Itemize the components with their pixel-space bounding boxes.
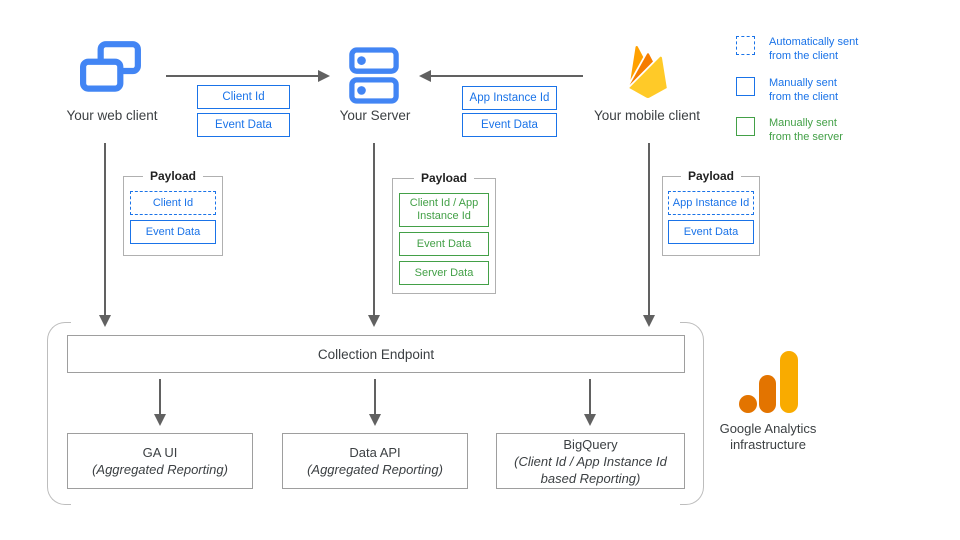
legend-swatch-solid-blue-icon [736,77,755,96]
mobile-client-label: Your mobile client [593,108,701,123]
data-api-title: Data API [349,445,401,460]
server-icon [349,47,399,105]
arrow-head-down-icon [369,414,381,426]
ga-ui-subtitle: (Aggregated Reporting) [92,462,228,477]
legend-line: Automatically sent [769,36,859,48]
google-analytics-logo-icon [739,351,798,413]
arrow-head-down-icon [154,414,166,426]
arrow-head-down-icon [99,315,111,327]
legend-item-auto-client: Automatically sent from the client [736,36,858,63]
ga-ui-box: GA UI (Aggregated Reporting) [67,433,253,489]
ga-infrastructure-line1: Google Analytics [719,421,817,436]
legend-line: Manually sent [769,117,837,129]
arrow-head-down-icon [643,315,655,327]
ga-infrastructure-label: Google Analytics infrastructure [698,421,838,453]
tag-event-data-web: Event Data [197,113,290,137]
bigquery-title: BigQuery [563,436,618,452]
arrow-head-down-icon [584,414,596,426]
web-client-icon [80,41,142,99]
payload-title: Payload [142,169,204,183]
legend-swatch-solid-green-icon [736,117,755,136]
data-api-subtitle: (Aggregated Reporting) [307,462,443,477]
payload-item-app-instance-id: App Instance Id [668,191,754,215]
payload-server: Payload Client Id / App Instance Id Even… [392,171,496,294]
collection-endpoint-label: Collection Endpoint [317,346,435,362]
payload-web: Payload Client Id Event Data [123,169,223,256]
payload-item-event-data: Event Data [399,232,489,256]
tag-app-instance-id: App Instance Id [462,86,557,110]
arrow-line [431,75,583,77]
payload-item-client-or-app-instance-id: Client Id / App Instance Id [399,193,489,227]
bigquery-box: BigQuery (Client Id / App Instance Id ba… [496,433,685,489]
arrow-line [373,143,375,316]
legend-item-manual-server: Manually sent from the server [736,117,843,144]
payload-item-event-data: Event Data [130,220,216,244]
arrow-line [104,143,106,316]
legend-swatch-dashed-blue-icon [736,36,755,55]
arrow-line [159,379,161,415]
legend-line: from the client [769,91,839,103]
collection-endpoint-box: Collection Endpoint [67,335,685,373]
arrow-head-right-icon [318,70,330,82]
arrow-line [648,143,650,316]
arrow-head-down-icon [368,315,380,327]
payload-title: Payload [680,169,742,183]
legend-line: Manually sent [769,77,837,89]
arrow-line [589,379,591,415]
tag-event-data-mobile: Event Data [462,113,557,137]
legend-line: from the client [769,50,839,62]
ga-ui-title: GA UI [142,445,178,460]
payload-title: Payload [413,171,475,185]
ga-infrastructure-line2: infrastructure [730,437,806,452]
web-client-label: Your web client [66,108,158,123]
firebase-icon [622,40,674,104]
payload-item-event-data: Event Data [668,220,754,244]
arrow-line [374,379,376,415]
arrow-line [166,75,318,77]
legend-item-manual-client: Manually sent from the client [736,77,838,104]
payload-item-client-id: Client Id [130,191,216,215]
bigquery-subtitle: (Client Id / App Instance Id based Repor… [514,453,667,486]
data-api-box: Data API (Aggregated Reporting) [282,433,468,489]
tag-client-id: Client Id [197,85,290,109]
legend-line: from the server [769,131,843,143]
payload-mobile: Payload App Instance Id Event Data [662,169,760,256]
server-label: Your Server [339,108,411,123]
arrow-head-left-icon [419,70,431,82]
payload-item-server-data: Server Data [399,261,489,285]
